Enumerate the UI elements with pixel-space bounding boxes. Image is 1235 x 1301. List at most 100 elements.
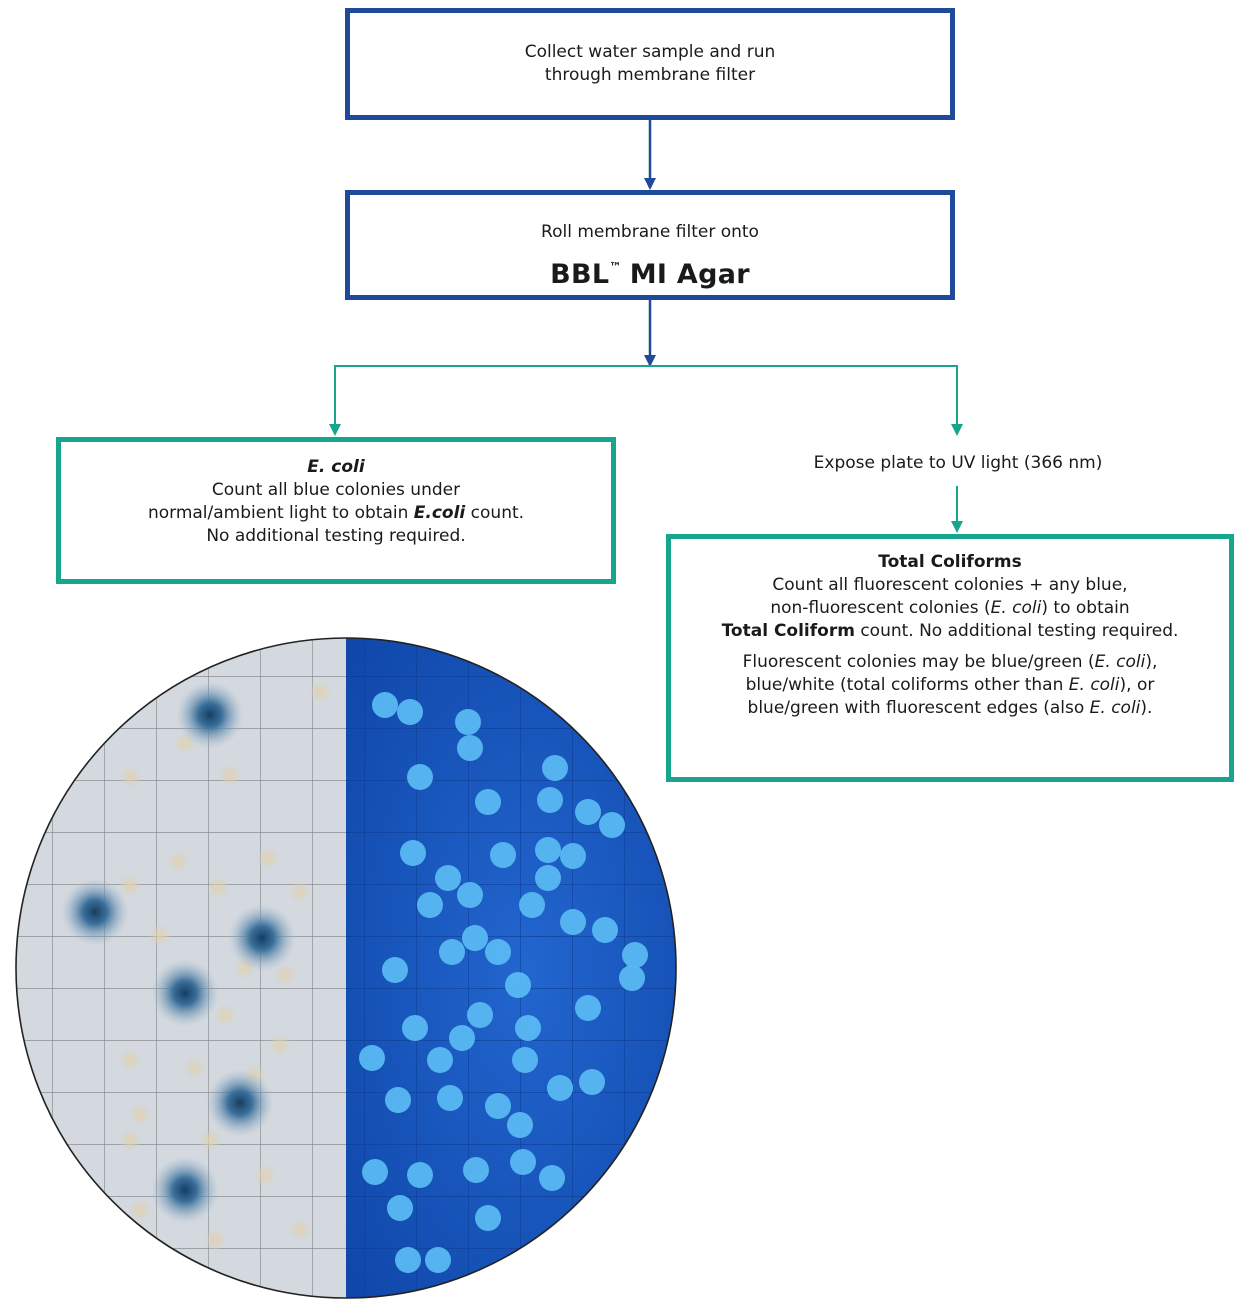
beige-colony — [255, 1165, 275, 1185]
step-collect-sample-box: Collect water sample and run through mem… — [345, 8, 955, 120]
fluorescent-colony — [560, 843, 586, 869]
fluorescent-colony — [622, 942, 648, 968]
step-roll-filter-box: Roll membrane filter onto BBL™ MI Agar — [345, 190, 955, 300]
fluorescent-colony — [547, 1075, 573, 1101]
fluorescent-colony — [437, 1085, 463, 1111]
fluorescent-colony — [542, 755, 568, 781]
fluorescent-colony — [407, 1162, 433, 1188]
fluorescent-colony — [475, 1205, 501, 1231]
step-collect-line1: Collect water sample and run — [524, 42, 776, 62]
fluorescent-colony — [619, 965, 645, 991]
product-brand: BBL — [550, 259, 610, 290]
beige-colony — [120, 1050, 140, 1070]
ecoli-result-box: E. coli Count all blue colonies under no… — [56, 437, 616, 584]
beige-colony — [275, 965, 295, 985]
fluorescent-colony — [535, 837, 561, 863]
fluorescent-colony — [579, 1069, 605, 1095]
fluorescent-colony — [485, 1093, 511, 1119]
fluorescent-colony — [510, 1149, 536, 1175]
product-medium: MI Agar — [629, 259, 750, 290]
fluorescent-colony — [402, 1015, 428, 1041]
fluorescent-colony — [435, 865, 461, 891]
coliforms-p1-line2: non-fluorescent colonies (E. coli) to ob… — [770, 598, 1130, 618]
beige-colony — [200, 1130, 220, 1150]
beige-colony — [130, 1105, 150, 1125]
beige-colony — [130, 1200, 150, 1220]
coliforms-p1-line1: Count all fluorescent colonies + any blu… — [772, 575, 1128, 595]
fluorescent-colony — [417, 892, 443, 918]
fluorescent-colony — [449, 1025, 475, 1051]
coliforms-p2-line1: Fluorescent colonies may be blue/green (… — [742, 652, 1158, 672]
fluorescent-colony — [397, 699, 423, 725]
fluorescent-colony — [575, 799, 601, 825]
beige-colony — [120, 875, 140, 895]
beige-colony — [120, 767, 140, 787]
beige-colony — [270, 1035, 290, 1055]
trademark-symbol: ™ — [609, 260, 622, 274]
fluorescent-colony — [427, 1047, 453, 1073]
coliforms-p2-line3: blue/green with fluorescent edges (also … — [747, 698, 1153, 718]
beige-colony — [208, 878, 228, 898]
fluorescent-colony — [475, 789, 501, 815]
fluorescent-colony — [457, 735, 483, 761]
ecoli-line1: Count all blue colonies under — [211, 480, 461, 500]
fluorescent-colony — [599, 812, 625, 838]
fluorescent-colony — [457, 882, 483, 908]
fluorescent-colony — [462, 925, 488, 951]
beige-colony — [258, 848, 278, 868]
beige-colony — [168, 852, 188, 872]
fluorescent-colony — [439, 939, 465, 965]
ecoli-line2: normal/ambient light to obtain E.coli co… — [147, 503, 525, 523]
fluorescent-colony — [485, 939, 511, 965]
beige-colony — [205, 1230, 225, 1250]
coliforms-p2-line2: blue/white (total coliforms other than E… — [745, 675, 1155, 695]
fluorescent-colony — [395, 1247, 421, 1273]
blue-colony — [176, 681, 244, 749]
blue-colony — [206, 1069, 274, 1137]
fluorescent-colony — [490, 842, 516, 868]
fluorescent-colony — [385, 1087, 411, 1113]
fluorescent-colony — [515, 1015, 541, 1041]
blue-colony — [151, 959, 219, 1027]
fluorescent-colony — [425, 1247, 451, 1273]
fluorescent-colony — [512, 1047, 538, 1073]
blue-colony — [151, 1156, 219, 1224]
beige-colony — [120, 1130, 140, 1150]
fluorescent-colony — [575, 995, 601, 1021]
fluorescent-colony — [535, 865, 561, 891]
fluorescent-colony — [372, 692, 398, 718]
step-roll-line1: Roll membrane filter onto — [541, 222, 759, 242]
uv-exposure-step: Expose plate to UV light (366 nm) — [813, 453, 1103, 473]
fluorescent-colony — [400, 840, 426, 866]
fluorescent-colony — [387, 1195, 413, 1221]
fluorescent-colony — [539, 1165, 565, 1191]
fluorescent-colony — [560, 909, 586, 935]
beige-colony — [185, 1058, 205, 1078]
beige-colony — [290, 1220, 310, 1240]
beige-colony — [215, 1005, 235, 1025]
fluorescent-colony — [519, 892, 545, 918]
ecoli-title: E. coli — [307, 457, 365, 477]
fluorescent-colony — [507, 1112, 533, 1138]
blue-colony — [228, 904, 296, 972]
product-title: BBL™ MI Agar — [350, 248, 950, 294]
fluorescent-colony — [407, 764, 433, 790]
total-coliforms-box: Total Coliforms Count all fluorescent co… — [666, 534, 1234, 782]
fluorescent-colony — [359, 1045, 385, 1071]
fluorescent-colony — [537, 787, 563, 813]
fluorescent-colony — [463, 1157, 489, 1183]
beige-colony — [290, 882, 310, 902]
fluorescent-colony — [382, 957, 408, 983]
fluorescent-colony — [467, 1002, 493, 1028]
beige-colony — [310, 682, 330, 702]
ecoli-line3: No additional testing required. — [206, 526, 466, 546]
coliforms-p1-line3: Total Coliform count. No additional test… — [721, 621, 1179, 641]
beige-colony — [150, 925, 170, 945]
step-collect-line2: through membrane filter — [544, 65, 756, 85]
blue-colony — [61, 878, 129, 946]
coliforms-title: Total Coliforms — [878, 552, 1022, 572]
fluorescent-colony — [455, 709, 481, 735]
beige-colony — [220, 765, 240, 785]
